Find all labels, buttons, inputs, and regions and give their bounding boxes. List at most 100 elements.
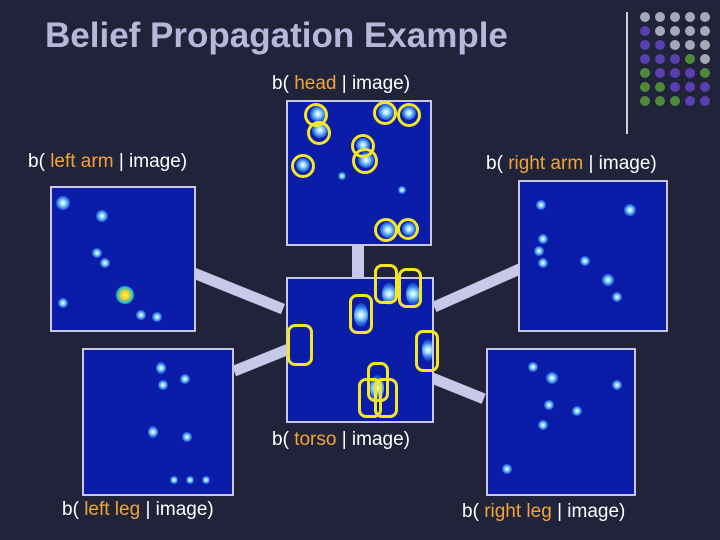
decor-dot: [670, 54, 680, 64]
torso-candidate-marker: [358, 378, 382, 418]
decor-dot: [685, 54, 695, 64]
belief-peak: [58, 298, 68, 308]
label-prefix: b(: [28, 151, 45, 172]
belief-peak: [92, 248, 102, 258]
decor-dot: [655, 12, 665, 22]
belief-peak: [136, 310, 146, 320]
connector-head-torso: [352, 245, 364, 277]
label-right-leg: b( right leg | image): [462, 501, 625, 523]
torso-candidate-marker: [374, 264, 398, 304]
connector-leftarm-torso: [191, 268, 286, 315]
decor-dot: [670, 82, 680, 92]
label-part-name: left arm: [50, 151, 114, 172]
label-suffix: | image): [588, 153, 657, 174]
label-prefix: b(: [62, 499, 79, 520]
belief-peak: [158, 380, 168, 390]
belief-peak: [186, 476, 194, 484]
label-left-arm: b( left arm | image): [28, 151, 187, 173]
torso-candidate-marker: [398, 268, 422, 308]
belief-peak: [580, 256, 590, 266]
belief-peak: [180, 374, 190, 384]
torso-candidate-marker: [349, 294, 373, 334]
belief-peak: [534, 246, 544, 256]
decor-dot: [670, 26, 680, 36]
belief-peak: [624, 204, 636, 216]
belief-peak: [602, 274, 614, 286]
label-part-name: torso: [294, 429, 337, 450]
decor-dot: [670, 40, 680, 50]
decor-dot: [655, 40, 665, 50]
belief-peak: [406, 283, 420, 305]
decor-dot: [655, 54, 665, 64]
head-candidate-marker: [291, 154, 315, 178]
belief-peak: [538, 234, 548, 244]
decor-dot: [700, 54, 710, 64]
label-suffix: | image): [341, 429, 411, 450]
belief-peak-strong: [116, 286, 134, 304]
decor-dot: [655, 82, 665, 92]
connector-leftleg-torso: [232, 344, 290, 377]
label-part-name: head: [294, 73, 337, 94]
belief-peak: [338, 172, 346, 180]
torso-candidate-marker: [415, 330, 439, 372]
decor-dot: [700, 96, 710, 106]
belief-peak: [422, 339, 432, 361]
belief-map-right-arm: [518, 180, 668, 332]
belief-peak: [544, 400, 554, 410]
belief-peak: [156, 362, 166, 374]
belief-peak: [100, 258, 110, 268]
label-left-leg: b( left leg | image): [62, 499, 214, 521]
decor-dot: [670, 68, 680, 78]
belief-map-left-arm: [50, 186, 196, 332]
label-part-name: left leg: [84, 499, 141, 520]
decor-dot: [640, 82, 650, 92]
belief-peak: [572, 406, 582, 416]
belief-peak: [612, 380, 622, 390]
head-candidate-marker: [352, 148, 378, 174]
belief-peak: [170, 476, 178, 484]
label-suffix: | image): [118, 151, 188, 172]
belief-peak: [502, 464, 512, 474]
belief-map-right-leg: [486, 348, 636, 496]
decor-dot: [685, 82, 695, 92]
label-torso: b( torso | image): [272, 429, 410, 451]
label-suffix: | image): [145, 499, 214, 520]
belief-peak: [152, 312, 162, 322]
decor-dot: [640, 96, 650, 106]
belief-map-left-leg: [82, 348, 234, 496]
head-candidate-marker: [374, 218, 398, 242]
decor-dot: [655, 26, 665, 36]
belief-peak: [398, 186, 406, 194]
label-prefix: b(: [486, 153, 503, 174]
belief-peak: [536, 200, 546, 210]
head-candidate-marker: [373, 101, 397, 125]
slide-title: Belief Propagation Example: [45, 16, 508, 55]
torso-candidate-marker: [287, 324, 313, 366]
connector-rightarm-torso: [432, 263, 523, 313]
connector-rightleg-torso: [427, 372, 486, 404]
label-part-name: right leg: [484, 501, 552, 522]
decor-dot: [640, 68, 650, 78]
belief-peak: [612, 292, 622, 302]
decor-dot: [640, 26, 650, 36]
head-candidate-marker: [397, 218, 419, 240]
decor-dot: [700, 26, 710, 36]
decor-dot: [640, 54, 650, 64]
label-right-arm: b( right arm | image): [486, 153, 657, 175]
belief-peak: [182, 432, 192, 442]
belief-peak: [96, 210, 108, 222]
decor-dot: [640, 40, 650, 50]
decor-dot-grid: [640, 12, 720, 112]
head-candidate-marker: [397, 103, 421, 127]
label-head: b( head | image): [272, 73, 410, 95]
decor-dot: [640, 12, 650, 22]
decor-dot: [685, 12, 695, 22]
decor-dot: [670, 12, 680, 22]
decor-dot: [685, 96, 695, 106]
decor-dot: [670, 96, 680, 106]
belief-peak: [538, 420, 548, 430]
belief-peak: [202, 476, 210, 484]
label-prefix: b(: [272, 429, 289, 450]
decor-dot: [700, 12, 710, 22]
decor-dot: [685, 26, 695, 36]
